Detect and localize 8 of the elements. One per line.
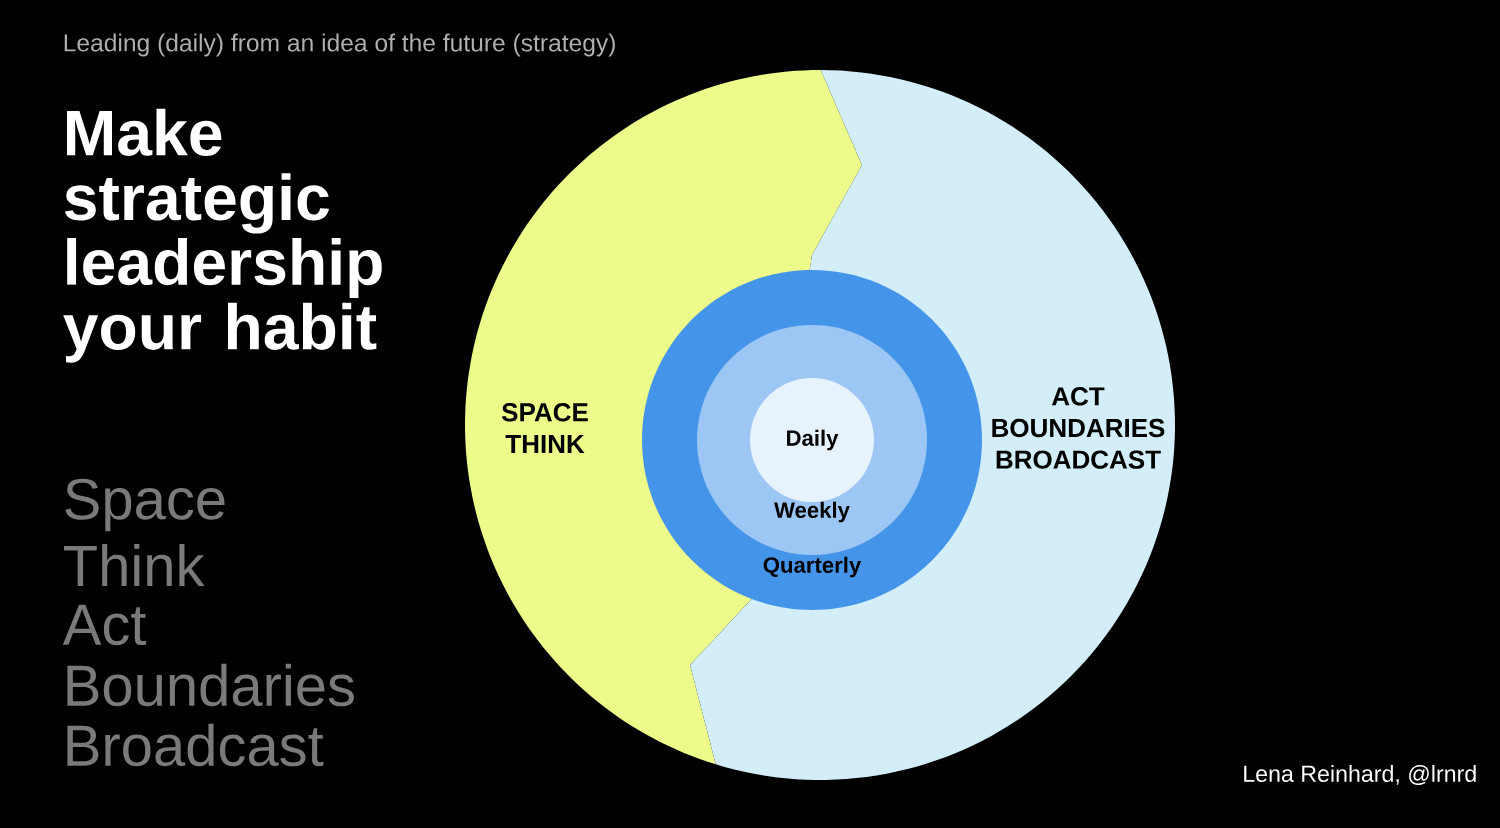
author-credit: Lena Reinhard, @lrnrd xyxy=(1244,764,1476,785)
subtitle: Leading (daily) from an idea of the future (strategy) xyxy=(64,33,615,57)
acronym-word: Space xyxy=(65,478,225,532)
acronym-word: Boundaries xyxy=(67,663,354,707)
acronym-word: Think xyxy=(64,544,205,586)
title: Make strategic leadership your habit xyxy=(63,108,382,363)
acronym-word: Act xyxy=(62,604,147,646)
acronym-word: Broadcast xyxy=(67,723,324,767)
